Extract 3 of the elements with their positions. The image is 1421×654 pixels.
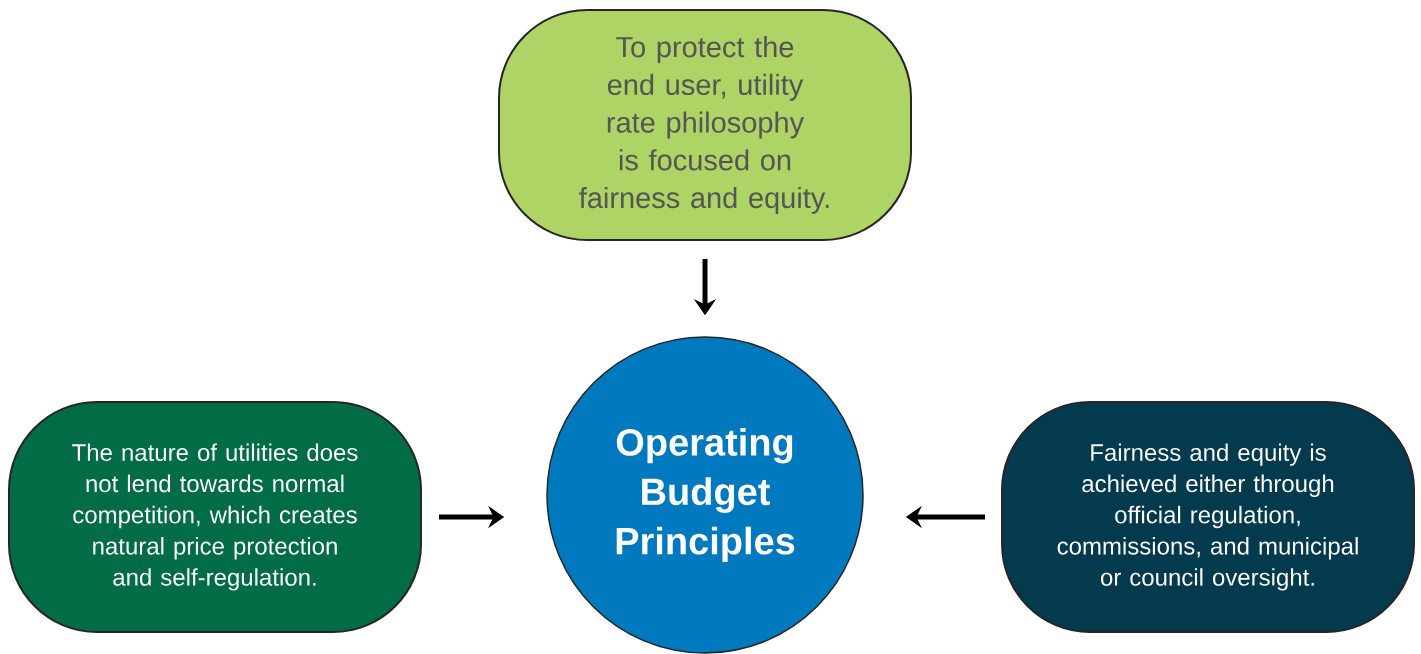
text-box: The nature of utilities does not lend towards normal competition, which creates natural price protection and self-regulation.: [8, 401, 422, 633]
text-box: To protect the end user, utility rate philosophy is focused on fairness and equity.: [498, 9, 912, 241]
text-box: Fairness and equity is achieved either through official regulation, commissions, and municipal or council oversight.: [1001, 401, 1415, 633]
